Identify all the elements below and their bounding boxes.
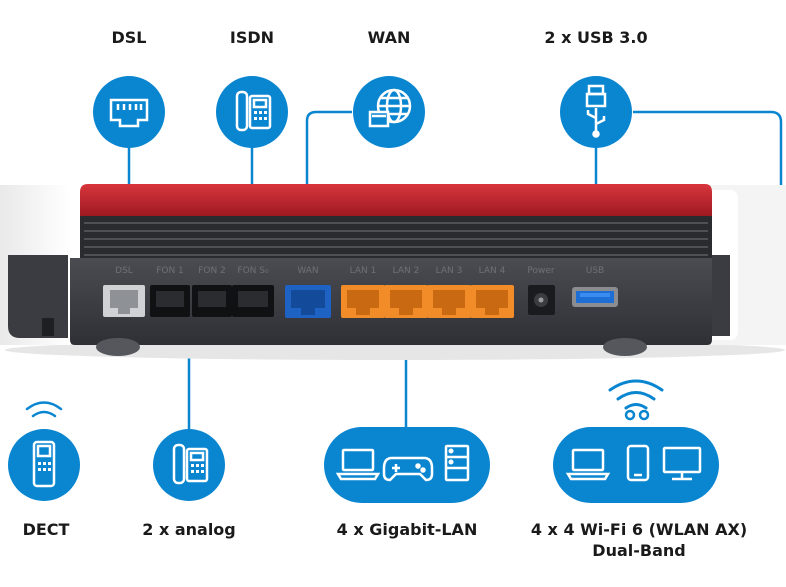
usb-stick-icon bbox=[585, 84, 607, 138]
monitor-icon bbox=[662, 446, 702, 481]
wifi-signal-icon bbox=[608, 379, 664, 421]
port-label-dsl: DSL bbox=[115, 266, 133, 276]
port-lan4 bbox=[470, 285, 514, 318]
usb-circle bbox=[560, 76, 632, 148]
port-power bbox=[528, 285, 555, 315]
telephone-icon bbox=[235, 90, 272, 132]
port-dsl bbox=[103, 285, 145, 317]
router-red-top bbox=[80, 184, 712, 218]
label-isdn: ISDN bbox=[229, 28, 275, 47]
label-wifi-line1: 4 x 4 Wi-Fi 6 (WLAN AX) bbox=[530, 520, 748, 539]
label-dsl: DSL bbox=[111, 28, 147, 47]
label-usb: 2 x USB 3.0 bbox=[544, 28, 648, 47]
port-label-lan1: LAN 1 bbox=[350, 266, 377, 276]
port-lan2 bbox=[384, 285, 428, 318]
port-label-fon2: FON 2 bbox=[198, 266, 226, 276]
dsl-circle bbox=[93, 76, 165, 148]
wifi-pill bbox=[553, 379, 719, 503]
port-lan3 bbox=[427, 285, 471, 318]
wan-circle bbox=[353, 76, 425, 148]
port-label-lan2: LAN 2 bbox=[393, 266, 420, 276]
wan-connector bbox=[305, 110, 352, 252]
port-fon1 bbox=[150, 285, 190, 317]
router-port-labels: DSL FON 1 FON 2 FON S₀ WAN LAN 1 LAN 2 L… bbox=[115, 266, 604, 276]
port-label-lan3: LAN 3 bbox=[436, 266, 463, 276]
port-fon-s0 bbox=[232, 285, 274, 317]
port-wan bbox=[285, 285, 331, 318]
laptop-icon bbox=[335, 448, 381, 481]
port-fon2 bbox=[192, 285, 232, 317]
laptop-icon bbox=[565, 448, 611, 481]
port-label-power: Power bbox=[527, 266, 555, 276]
port-usb bbox=[572, 287, 618, 307]
analog-circle bbox=[153, 429, 225, 501]
port-label-usb: USB bbox=[586, 266, 604, 276]
gigabit-lan-pill bbox=[324, 427, 490, 503]
server-icon bbox=[444, 444, 470, 482]
globe-icon bbox=[368, 88, 412, 128]
label-wan: WAN bbox=[367, 28, 411, 47]
label-gigabit-lan: 4 x Gigabit-LAN bbox=[336, 520, 478, 539]
label-dect: DECT bbox=[22, 520, 70, 539]
port-label-fon-s0: FON S₀ bbox=[237, 266, 269, 276]
dect-circle bbox=[8, 401, 80, 501]
port-lan1 bbox=[341, 285, 385, 318]
label-wifi-line2: Dual-Band bbox=[592, 541, 686, 560]
router-device bbox=[0, 184, 786, 360]
telephone-icon bbox=[172, 443, 209, 485]
router-foot-left bbox=[96, 338, 140, 356]
label-analog: 2 x analog bbox=[142, 520, 236, 539]
ethernet-port-icon bbox=[109, 98, 149, 128]
router-foot-right bbox=[603, 338, 647, 356]
smartphone-icon bbox=[626, 444, 650, 482]
cordless-phone-icon bbox=[32, 440, 56, 488]
wifi-signal-icon bbox=[25, 401, 63, 418]
port-label-lan4: LAN 4 bbox=[479, 266, 506, 276]
port-label-wan: WAN bbox=[297, 266, 318, 276]
isdn-circle bbox=[216, 76, 288, 148]
gamepad-icon bbox=[382, 456, 434, 482]
port-label-fon1: FON 1 bbox=[156, 266, 184, 276]
